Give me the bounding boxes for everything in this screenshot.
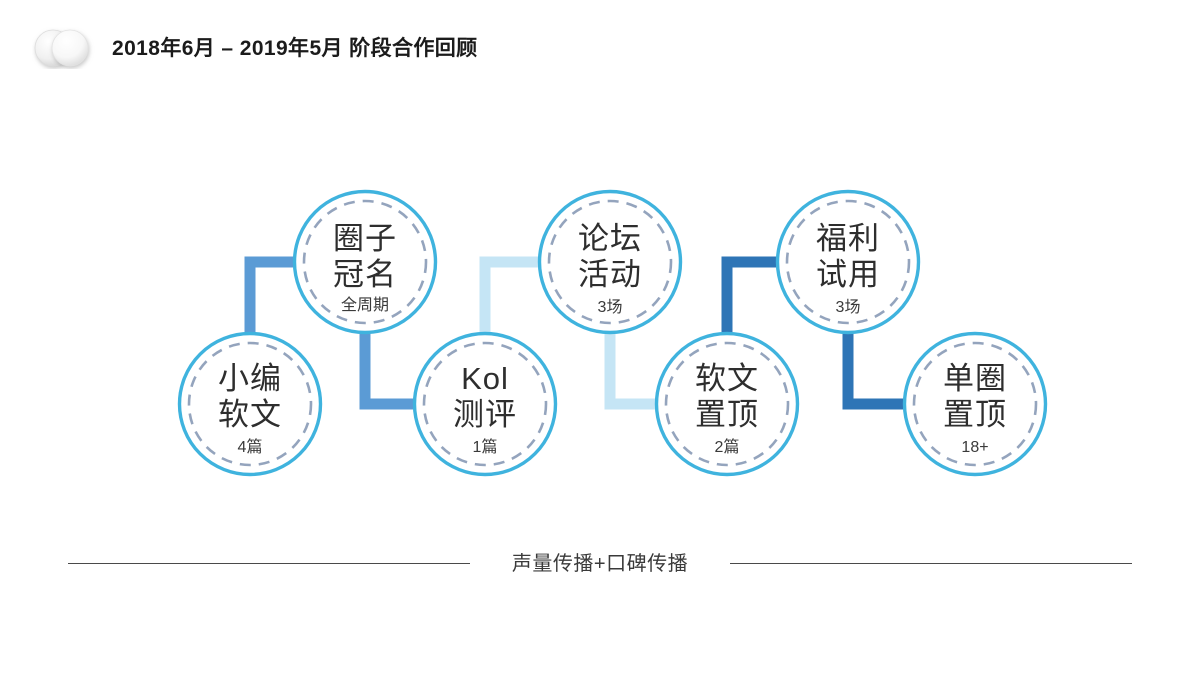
node-title-line2: 活动: [578, 257, 642, 292]
node-subtitle: 3场: [836, 298, 861, 316]
node-fill: [413, 332, 557, 476]
node-xiaobian-ruanwen[interactable]: 小编 软文 4篇: [177, 331, 323, 477]
footer-rule-right: [730, 563, 1132, 564]
node-title-line1: 福利: [816, 221, 880, 256]
node-fill: [293, 190, 437, 334]
node-ruanwen-zhiding[interactable]: 软文 置顶 2篇: [654, 331, 800, 477]
node-title-line2: 冠名: [333, 257, 397, 292]
node-title-line2: 测评: [453, 397, 517, 432]
node-dashed-ring: [547, 199, 673, 325]
slide-header: 2018年6月 – 2019年5月 阶段合作回顾: [0, 0, 1200, 96]
footer-caption: 声量传播+口碑传播: [511, 553, 689, 575]
footer-band: 声量传播+口碑传播: [0, 545, 1200, 595]
connector-group-light: [479, 256, 662, 410]
node-subtitle: 1篇: [473, 438, 498, 456]
node-outer-ring: [902, 331, 1048, 477]
node-fill: [903, 332, 1047, 476]
node-title-line2: 置顶: [695, 397, 759, 432]
node-title-line2: 软文: [218, 397, 282, 432]
node-danquan-zhiding[interactable]: 单圈 置顶 18+: [902, 331, 1048, 477]
node-quanzi-guanming[interactable]: 圈子 冠名 全周期: [292, 189, 438, 335]
two-overlapping-circles-logo: [34, 29, 89, 67]
node-fill: [538, 190, 682, 334]
node-dashed-ring: [664, 341, 790, 467]
node-dashed-ring: [187, 341, 313, 467]
node-title-line1: Kol: [461, 361, 509, 396]
footer-rule-left: [68, 563, 470, 564]
connector-n1-n2: [244, 256, 300, 345]
node-title-line1: 单圈: [943, 361, 1007, 396]
node-title-line1: 软文: [695, 361, 759, 396]
node-subtitle: 4篇: [238, 438, 263, 456]
connector-n6-n7: [842, 330, 910, 410]
node-title-line1: 小编: [218, 361, 282, 396]
node-outer-ring: [292, 189, 438, 335]
node-outer-ring: [775, 189, 921, 335]
node-fuli-shiyong[interactable]: 福利 试用 3场: [775, 189, 921, 335]
connector-n5-n6: [721, 256, 782, 345]
connector-n2-n3: [359, 330, 420, 410]
connector-n3-n4: [479, 256, 543, 345]
node-fill: [776, 190, 920, 334]
node-luntan-huodong[interactable]: 论坛 活动 3场: [537, 189, 683, 335]
node-title-line1: 圈子: [333, 221, 397, 256]
page-title: 2018年6月 – 2019年5月 阶段合作回顾: [112, 37, 478, 60]
node-kol-ceping[interactable]: Kol 测评 1篇: [412, 331, 558, 477]
node-outer-ring: [654, 331, 800, 477]
node-outer-ring: [412, 331, 558, 477]
node-title-line2: 试用: [816, 257, 880, 292]
connector-group-dark: [721, 256, 910, 410]
node-fill: [655, 332, 799, 476]
node-outer-ring: [537, 189, 683, 335]
node-subtitle: 3场: [598, 298, 623, 316]
node-fill: [178, 332, 322, 476]
node-subtitle: 18+: [961, 439, 988, 456]
node-dashed-ring: [912, 341, 1038, 467]
node-subtitle: 2篇: [715, 438, 740, 456]
connector-n4-n5: [604, 330, 662, 410]
node-dashed-ring: [785, 199, 911, 325]
node-outer-ring: [177, 331, 323, 477]
node-subtitle: 全周期: [341, 296, 389, 314]
node-title-line1: 论坛: [578, 221, 642, 256]
connector-group-medium: [244, 256, 420, 410]
node-dashed-ring: [422, 341, 548, 467]
node-title-line2: 置顶: [943, 397, 1007, 432]
node-dashed-ring: [302, 199, 428, 325]
